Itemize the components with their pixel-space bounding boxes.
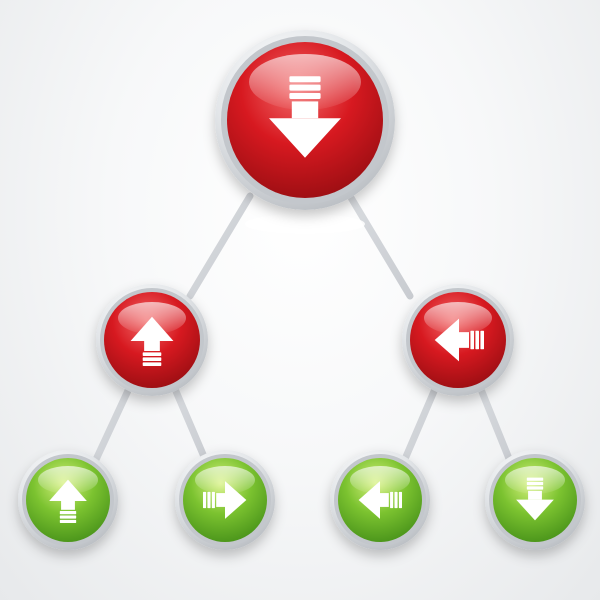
tree-level2-node-left[interactable] — [96, 284, 208, 396]
connector-left-leaf2 — [168, 378, 212, 470]
tree-root-node[interactable] — [215, 30, 395, 210]
tree-level3-node-4[interactable] — [485, 450, 585, 550]
connector-root-right — [346, 192, 414, 300]
tree-level2-node-right[interactable] — [402, 284, 514, 396]
connector-lines — [89, 192, 516, 470]
tree-level3-node-3[interactable] — [330, 450, 430, 550]
connector-right-leaf1 — [398, 378, 442, 470]
connector-left-leaf1 — [89, 378, 136, 470]
connector-right-leaf2 — [474, 378, 516, 470]
root-reflection — [245, 214, 365, 234]
connector-root-left — [186, 192, 254, 300]
tree-level3-node-1[interactable] — [18, 450, 118, 550]
tree-level3-node-2[interactable] — [175, 450, 275, 550]
